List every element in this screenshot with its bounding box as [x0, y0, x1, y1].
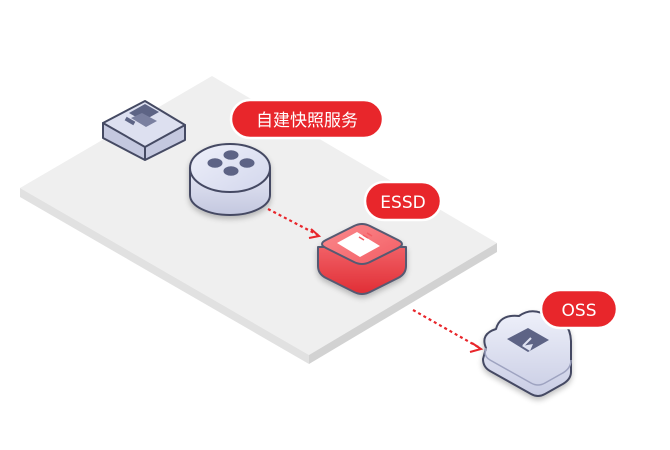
snapshot-service-label: 自建快照服务 — [229, 98, 385, 140]
download-cloud-icon — [507, 328, 549, 352]
oss-label-text: OSS — [562, 301, 597, 321]
snapshot-service-label-text: 自建快照服务 — [256, 111, 358, 131]
four-dots-icon — [207, 150, 255, 176]
flow-arrow-snapshot-to-essd — [267, 208, 322, 239]
sd-card-icon — [337, 232, 380, 257]
flow-arrow-essd-to-oss — [412, 309, 484, 353]
snapshot-service-node — [189, 143, 271, 216]
essd-label-text: ESSD — [380, 193, 425, 213]
essd-label: ESSD — [363, 180, 443, 222]
essd-node — [317, 223, 407, 295]
oss-label: OSS — [539, 288, 619, 330]
monitor-icon — [124, 104, 159, 127]
terminal-node — [102, 100, 186, 161]
oss-node — [482, 310, 572, 397]
